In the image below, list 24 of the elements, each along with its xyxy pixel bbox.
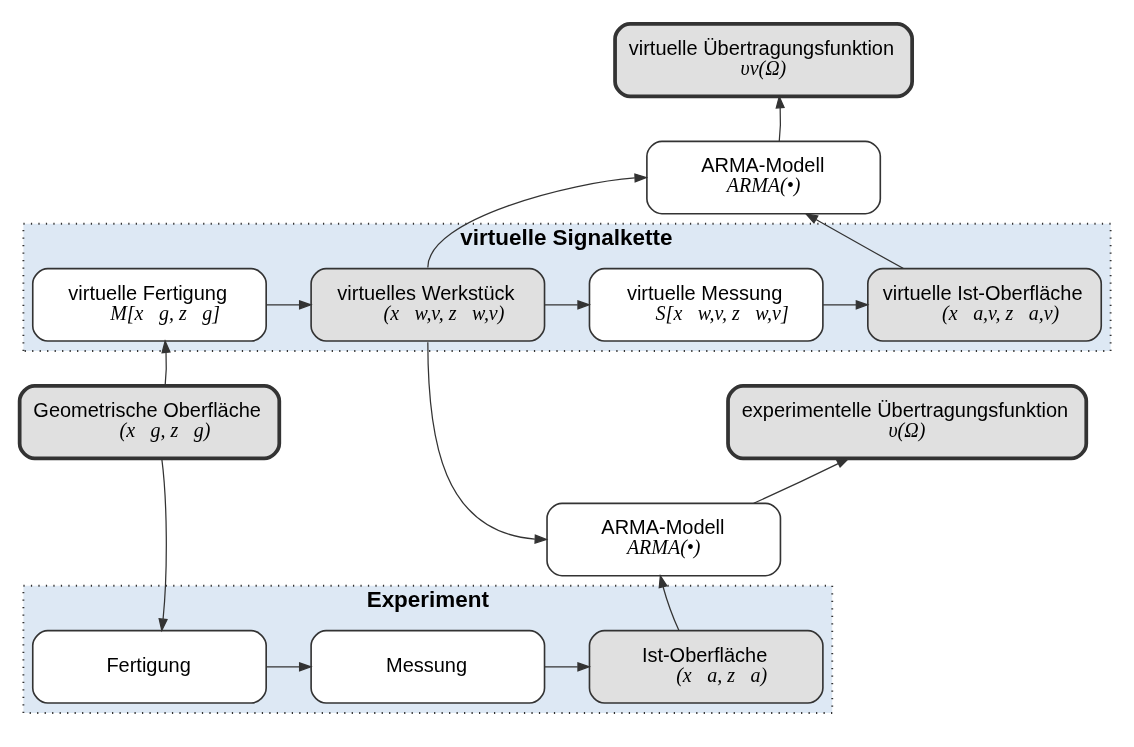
arrow <box>265 300 313 310</box>
node-box: virtuelle Ist-Oberfläche (x⃗a,v, z⃗a,v) <box>867 267 1103 342</box>
arrow <box>822 300 870 310</box>
node-box: ARMA-Modell ARMA(•) <box>646 140 882 215</box>
node-box: ARMA-Modell ARMA(•) <box>546 502 782 577</box>
node-box: virtuelles Werkstück (x⃗w,v, z⃗w,v) <box>310 267 546 342</box>
arrow <box>544 300 592 310</box>
arrow <box>804 213 905 270</box>
node-box: virtuelle Fertigung M[x⃗g, z⃗g] <box>31 267 267 342</box>
arrow <box>427 341 549 544</box>
arrow <box>427 173 649 269</box>
arrow <box>161 339 171 387</box>
arrow <box>658 574 680 631</box>
node-box: Messung <box>310 629 546 704</box>
node-box: Ist-Oberfläche (x⃗a, z⃗a) <box>588 629 824 704</box>
node-box: experimentelle Übertragungsfunktion υ(Ω) <box>726 384 1089 461</box>
node-box: Fertigung <box>31 629 267 704</box>
node-box: Geometrische Oberfläche (x⃗g, z⃗g) <box>17 384 282 461</box>
arrow <box>265 662 313 672</box>
arrow <box>544 662 592 672</box>
arrow <box>158 458 168 633</box>
node-box: virtuelle Übertragungsfunktion υv(Ω) <box>613 22 914 99</box>
arrow <box>753 457 851 504</box>
node-box: virtuelle Messung S[x⃗w,v, z⃗w,v] <box>588 267 824 342</box>
